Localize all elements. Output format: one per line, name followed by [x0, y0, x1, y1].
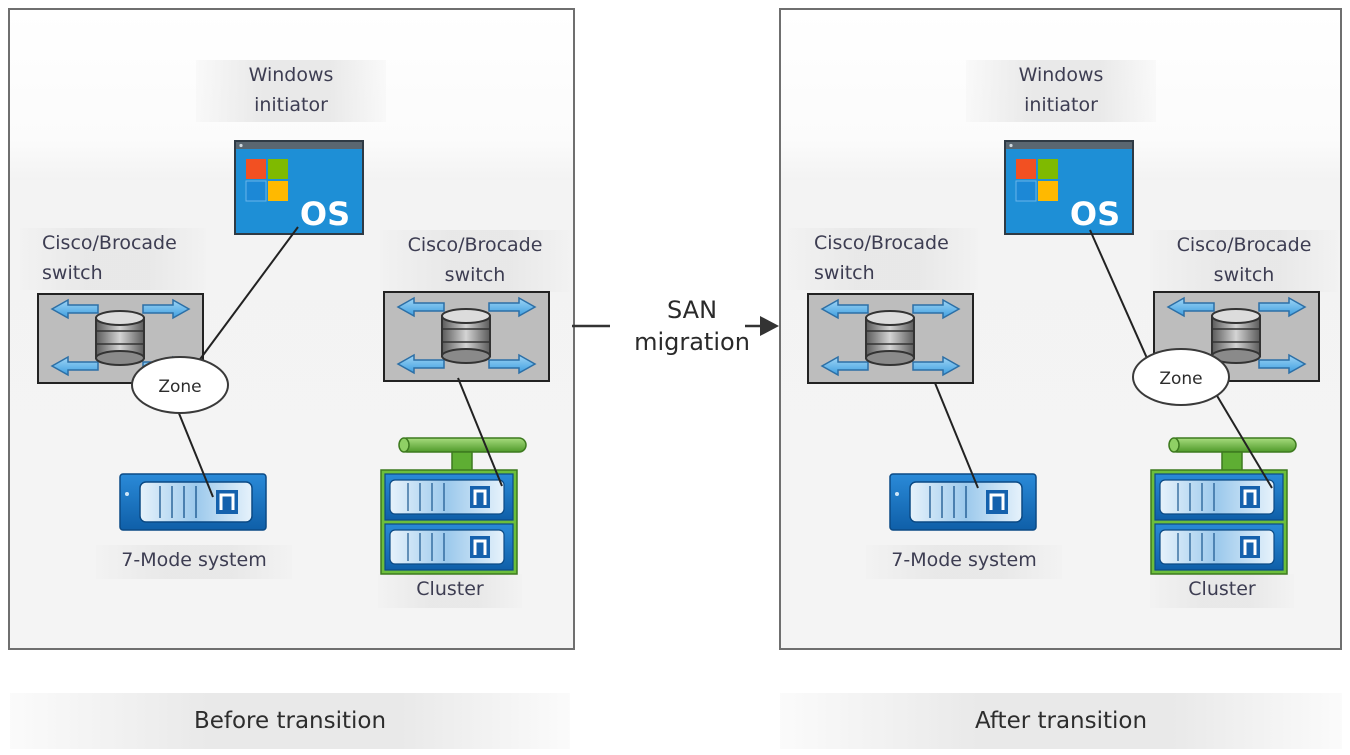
caption-after: After transition	[780, 693, 1342, 749]
switch-left-label-after: Cisco/Brocade switch	[788, 228, 978, 290]
switch-right-label-after: Cisco/Brocade switch	[1150, 230, 1338, 292]
windows-os-icon: OS	[234, 140, 364, 235]
caption-before: Before transition	[10, 693, 570, 749]
windows-initiator-label-before: Windows initiator	[196, 60, 386, 122]
switch-right-label-before: Cisco/Brocade switch	[380, 230, 570, 292]
netapp-storage-icon	[119, 473, 267, 531]
zone-bubble-after: Zone	[1132, 348, 1230, 406]
zone-label: Zone	[1159, 369, 1202, 389]
seven-mode-label-after: 7-Mode system	[866, 545, 1062, 579]
zone-connections-before	[175, 226, 503, 498]
windows-initiator-label-after: Windows initiator	[966, 60, 1156, 122]
fc-switch-icon	[37, 293, 204, 384]
seven-mode-label-before: 7-Mode system	[96, 545, 292, 579]
os-text: OS	[300, 195, 350, 233]
zone-label: Zone	[158, 377, 201, 397]
windows-os-icon: OS	[1004, 140, 1134, 235]
fc-switch-icon	[383, 291, 550, 382]
cluster-storage-icon	[380, 437, 527, 575]
switch-left-label-before: Cisco/Brocade switch	[20, 228, 206, 290]
fc-switch-icon	[807, 293, 974, 384]
fc-switch-icon	[1153, 291, 1320, 382]
zone-connections-after	[934, 229, 1273, 489]
migration-arrow	[572, 316, 779, 336]
san-migration-label: SAN migration	[634, 296, 750, 356]
netapp-storage-icon	[889, 473, 1037, 531]
zone-bubble-before: Zone	[131, 356, 229, 414]
cluster-label-before: Cluster	[378, 574, 522, 608]
cluster-storage-icon	[1150, 437, 1297, 575]
os-text: OS	[1070, 195, 1120, 233]
cluster-label-after: Cluster	[1150, 574, 1294, 608]
